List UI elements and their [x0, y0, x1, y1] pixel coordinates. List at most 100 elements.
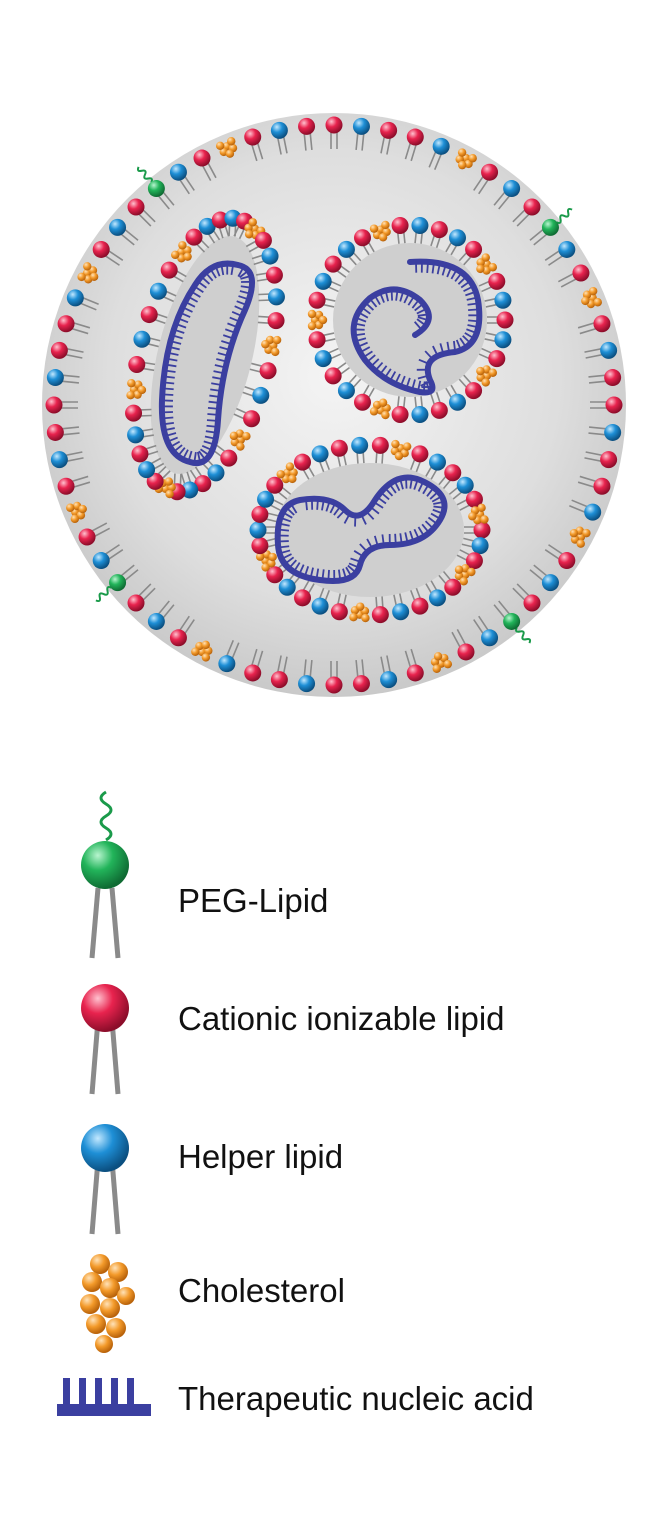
helper-lipid	[461, 537, 489, 555]
helper-lipid	[529, 564, 559, 592]
cationic-lipid	[478, 347, 506, 368]
cationic-lipid	[308, 331, 336, 349]
helper-lipid	[180, 471, 199, 499]
cationic-lipid	[211, 211, 230, 239]
cationic-lipid	[308, 291, 336, 309]
cationic-lipid	[169, 615, 195, 647]
cationic-lipid-icon	[81, 984, 129, 1095]
peg-lipid	[529, 207, 573, 246]
helper-lipid	[493, 180, 521, 210]
helper-lipid	[314, 347, 342, 368]
cholesterol	[455, 148, 477, 170]
cationic-lipid	[270, 655, 288, 689]
cholesterol	[430, 652, 453, 673]
legend: PEG-Lipid Cationic ionizable lipid Helpe…	[0, 790, 668, 1470]
helper-lipid	[257, 490, 284, 511]
cationic-lipid	[430, 221, 448, 248]
helper-lipid	[249, 521, 276, 539]
cholesterol	[390, 439, 412, 461]
cholesterol	[261, 335, 282, 357]
cholesterol	[171, 241, 192, 263]
helper-lipid	[66, 289, 99, 311]
legend-item-nucleic-acid: Therapeutic nucleic acid	[0, 1368, 668, 1508]
cationic-lipid	[127, 198, 156, 227]
helper-lipid	[169, 163, 195, 195]
helper-lipid	[311, 587, 330, 615]
cholesterol	[126, 379, 147, 400]
cationic-lipid	[294, 453, 315, 480]
inner-vesicle	[307, 217, 514, 423]
cationic-lipid	[512, 198, 541, 227]
helper-lipid	[588, 423, 622, 441]
cationic-lipid	[57, 475, 91, 495]
cationic-lipid	[128, 356, 156, 374]
cationic-lipid	[590, 396, 623, 414]
legend-label-peg-lipid: PEG-Lipid	[178, 882, 329, 919]
helper-lipid	[473, 615, 499, 647]
cationic-lipid	[458, 240, 483, 266]
helper-lipid	[109, 218, 139, 246]
cationic-lipid	[391, 217, 409, 244]
cationic-lipid	[330, 593, 348, 621]
cationic-lipid	[249, 362, 277, 380]
helper-lipid	[50, 451, 84, 469]
helper-lipid	[133, 330, 161, 348]
cationic-lipid	[438, 464, 462, 490]
helper-lipid	[337, 240, 362, 266]
helper-lipid	[314, 272, 342, 293]
cationic-lipid	[251, 505, 279, 523]
legend-label-nucleic-acid: Therapeutic nucleic acid	[178, 1380, 534, 1417]
helper-lipid	[569, 499, 602, 521]
nucleic-acid-strand	[158, 260, 255, 467]
cationic-lipid	[185, 228, 210, 253]
cholesterol	[191, 640, 213, 662]
helper-lipid	[218, 640, 240, 673]
cationic-lipid	[577, 315, 611, 335]
helper-lipid-icon	[81, 1124, 129, 1235]
cationic-lipid	[371, 436, 389, 464]
cationic-lipid	[404, 128, 424, 162]
cationic-lipid	[127, 583, 156, 612]
legend-item-cholesterol: Cholesterol	[0, 1250, 668, 1390]
helper-lipid	[311, 445, 330, 473]
helper-lipid	[92, 544, 124, 570]
cationic-lipid	[266, 476, 292, 500]
nucleic-acid-strand	[274, 474, 448, 584]
cationic-lipid	[294, 580, 315, 607]
cholesterol	[369, 398, 391, 420]
cationic-lipid	[557, 264, 590, 288]
cationic-lipid	[430, 392, 448, 419]
helper-lipid	[351, 436, 369, 464]
helper-lipid	[198, 217, 221, 244]
cationic-lipid	[410, 445, 429, 473]
cholesterol	[476, 253, 498, 275]
cationic-lipid	[478, 272, 506, 293]
cationic-lipid	[354, 384, 375, 411]
helper-lipid	[584, 341, 618, 359]
helper-lipid	[270, 121, 288, 155]
legend-label-helper-lipid: Helper lipid	[178, 1138, 344, 1175]
helper-lipid	[392, 593, 410, 621]
peg-lipid	[136, 166, 175, 210]
peg-lipid	[95, 564, 139, 603]
cationic-lipid	[588, 369, 622, 387]
cationic-lipid	[544, 544, 576, 570]
legend-item-cationic-lipid: Cationic ionizable lipid	[0, 980, 668, 1120]
helper-lipid	[484, 291, 512, 309]
helper-lipid	[411, 396, 429, 423]
cationic-lipid	[451, 628, 475, 661]
helper-lipid	[428, 137, 450, 170]
cationic-lipid	[324, 362, 350, 385]
cationic-lipid	[354, 229, 375, 256]
helper-lipid	[337, 374, 362, 400]
helper-lipid	[258, 288, 285, 306]
cationic-lipid	[410, 587, 429, 615]
helper-lipid	[411, 217, 429, 244]
cationic-lipid	[131, 444, 159, 463]
cationic-lipid	[456, 549, 483, 570]
cholesterol	[476, 365, 498, 387]
cholesterol-icon	[80, 1254, 135, 1353]
cationic-lipid	[380, 121, 398, 155]
helper-lipid	[127, 426, 154, 444]
cholesterol	[581, 286, 602, 309]
